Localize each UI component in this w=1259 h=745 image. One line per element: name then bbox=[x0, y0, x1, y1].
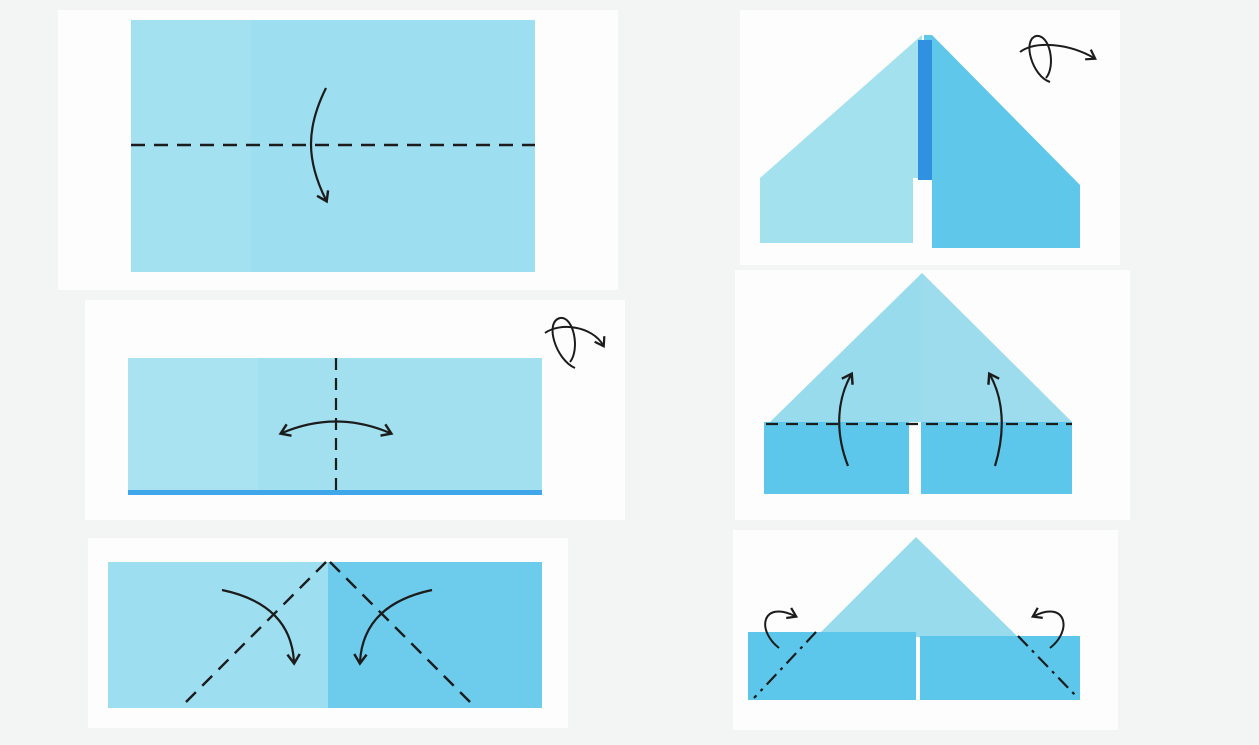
right-up-arrow-icon bbox=[987, 371, 1003, 467]
step-6-right-flap bbox=[920, 636, 1080, 700]
step-3-paper-right bbox=[328, 562, 542, 708]
step-3-paper-left bbox=[108, 562, 328, 708]
step-5-left-flap bbox=[764, 422, 909, 494]
left-fold-behind-arrow-icon bbox=[764, 607, 799, 649]
turn-over-icon bbox=[544, 317, 606, 369]
turn-over-icon-2 bbox=[1019, 35, 1097, 83]
step-6-left-flap bbox=[748, 632, 916, 700]
right-mountain-fold-line bbox=[1017, 635, 1079, 699]
left-fold-arrow-icon bbox=[221, 588, 301, 666]
step-1 bbox=[131, 20, 535, 272]
left-fold-line bbox=[179, 561, 327, 709]
step-2 bbox=[128, 317, 606, 495]
fold-unfold-arrow-icon bbox=[278, 420, 394, 437]
left-up-arrow-icon bbox=[838, 371, 854, 467]
right-fold-line bbox=[329, 561, 477, 709]
right-fold-behind-arrow-icon bbox=[1030, 607, 1065, 649]
step-6 bbox=[748, 537, 1080, 700]
fold-down-arrow-icon bbox=[309, 87, 330, 204]
step-6-triangle bbox=[816, 537, 1018, 637]
step-4 bbox=[760, 35, 1097, 248]
step-5 bbox=[764, 273, 1072, 494]
step-4-right-flap bbox=[922, 35, 1080, 248]
step-4-center-gap bbox=[918, 40, 932, 180]
step-3 bbox=[108, 561, 542, 709]
step-4-left-flap bbox=[760, 35, 922, 243]
right-fold-arrow-icon bbox=[353, 588, 433, 666]
